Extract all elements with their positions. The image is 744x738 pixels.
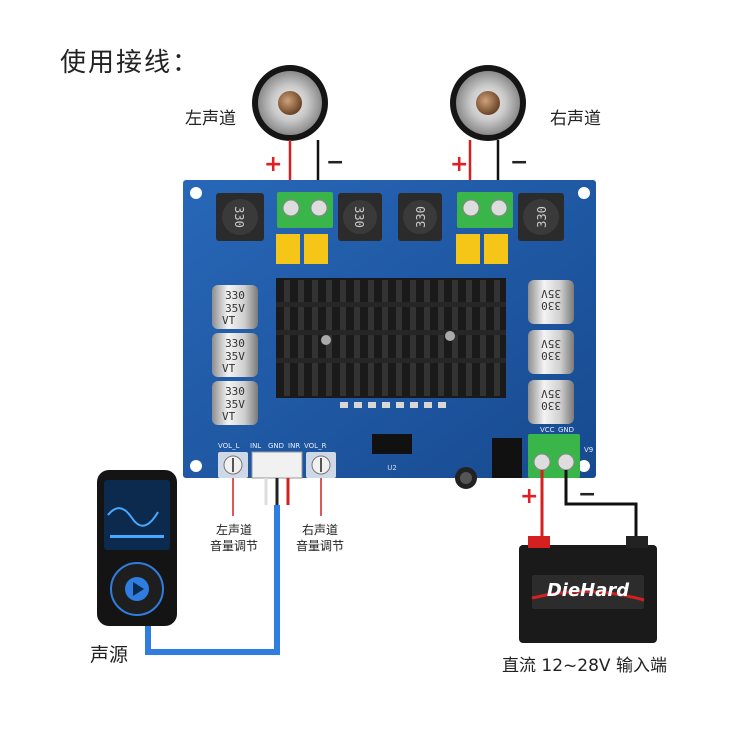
power-input-label: 直流 12~28V 输入端 [502, 656, 667, 676]
left-plus-sign: + [264, 152, 283, 177]
right-minus-sign: − [510, 150, 529, 175]
ic-chip [372, 434, 412, 454]
heatsink [276, 278, 506, 398]
svg-text:330: 330 [535, 206, 549, 228]
svg-text:330: 330 [541, 399, 561, 412]
left-channel-label: 左声道 [185, 109, 236, 129]
inductor-mid-left: 330 [338, 193, 382, 241]
film-cap [276, 234, 300, 264]
audio-input-wires [264, 478, 290, 505]
music-player [97, 470, 177, 626]
svg-text:VT: VT [222, 410, 236, 423]
svg-text:330: 330 [225, 337, 245, 350]
audio-cable [145, 505, 280, 655]
svg-text:VOL_L: VOL_L [218, 442, 240, 450]
svg-text:330: 330 [414, 206, 428, 228]
svg-text:330: 330 [541, 349, 561, 362]
svg-text:330: 330 [232, 206, 246, 228]
svg-text:330: 330 [225, 289, 245, 302]
left-speaker-terminal [277, 192, 333, 228]
left-speaker [252, 65, 328, 141]
svg-text:U2: U2 [387, 464, 397, 472]
inductor-left: 330 [216, 193, 264, 241]
electrolytic-cap-left-1: 330 35V VT [212, 285, 258, 329]
svg-text:35V: 35V [541, 287, 561, 300]
electrolytic-cap-right-3: 330 35V [528, 380, 574, 424]
inductor-mid-right: 330 [398, 193, 442, 241]
svg-text:35V: 35V [225, 398, 245, 411]
inductor-right: 330 [518, 193, 564, 241]
svg-text:35V: 35V [541, 387, 561, 400]
svg-text:VT: VT [222, 314, 236, 327]
svg-text:330: 330 [352, 206, 366, 228]
left-volume-pot: VOL_L [218, 442, 248, 478]
right-speaker [450, 65, 526, 141]
right-speaker-terminal [457, 192, 513, 228]
power-plus-sign: + [520, 484, 539, 509]
svg-text:35V: 35V [541, 337, 561, 350]
film-cap [484, 234, 508, 264]
right-volume-pot: VOL_R [304, 442, 336, 478]
svg-text:VOL_R: VOL_R [304, 442, 327, 450]
source-label: 声源 [90, 644, 129, 666]
audio-input-connector: INL GND INR [250, 442, 303, 479]
right-channel-label: 右声道 [550, 109, 601, 129]
svg-text:INL: INL [250, 442, 261, 450]
right-plus-sign: + [450, 152, 469, 177]
svg-text:INR: INR [288, 442, 300, 450]
svg-text:V9: V9 [584, 446, 593, 454]
film-cap [456, 234, 480, 264]
svg-text:35V: 35V [225, 302, 245, 315]
left-minus-sign: − [326, 150, 345, 175]
power-minus-sign: − [578, 482, 597, 507]
page-title: 使用接线： [60, 48, 201, 78]
svg-text:VCC: VCC [540, 426, 555, 434]
svg-text:330: 330 [225, 385, 245, 398]
svg-text:GND: GND [268, 442, 284, 450]
amplifier-board: 330 330 330 330 [183, 180, 596, 489]
svg-text:35V: 35V [225, 350, 245, 363]
film-cap [304, 234, 328, 264]
battery: DieHard [519, 536, 657, 643]
left-volume-label: 左声道 音量调节 [209, 523, 258, 553]
electrolytic-cap-right-1: 330 35V [528, 280, 574, 324]
svg-text:GND: GND [558, 426, 574, 434]
electrolytic-cap-right-2: 330 35V [528, 330, 574, 374]
power-terminal: VCC GND V9 [528, 426, 593, 478]
electrolytic-cap-left-2: 330 35V VT [212, 333, 258, 377]
svg-text:VT: VT [222, 362, 236, 375]
svg-text:330: 330 [541, 299, 561, 312]
power-minus-wire [564, 470, 638, 542]
svg-text:DieHard: DieHard [547, 580, 630, 601]
right-volume-label: 右声道 音量调节 [295, 523, 344, 553]
diode [492, 438, 522, 478]
electrolytic-cap-left-3: 330 35V VT [212, 381, 258, 425]
